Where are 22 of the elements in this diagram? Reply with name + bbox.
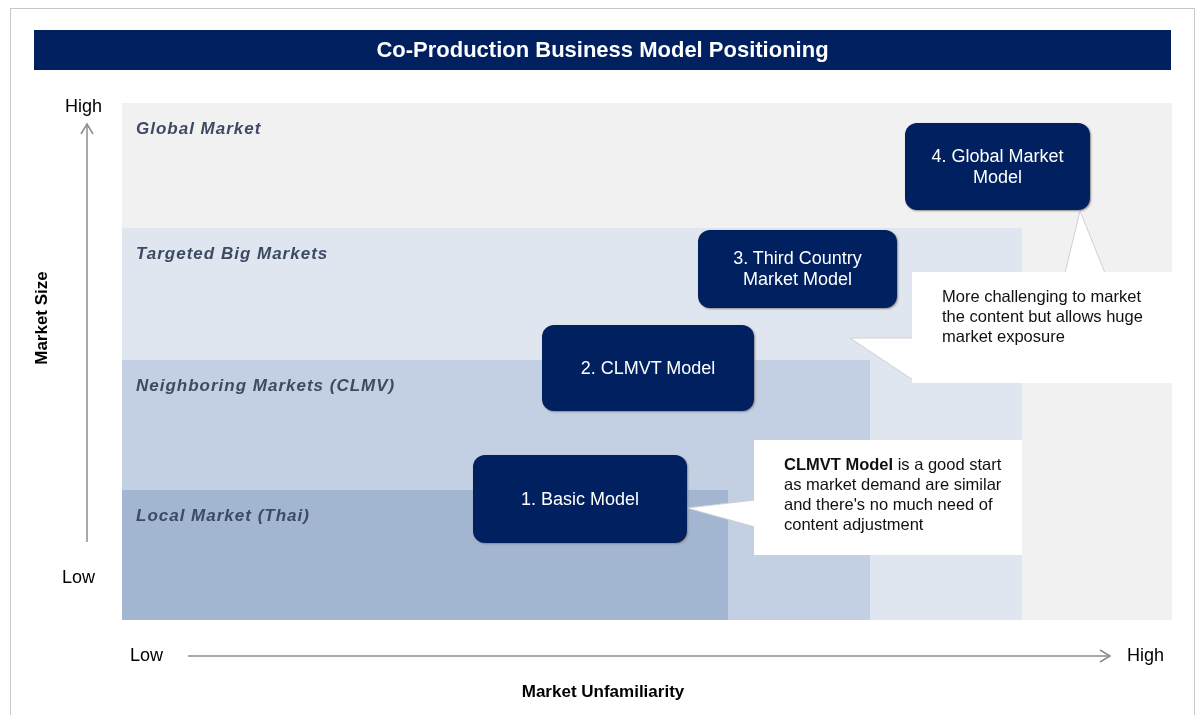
callout-pointer: [686, 499, 756, 528]
callout-note: More challenging to market the content but allows huge market exposure: [912, 272, 1172, 383]
axis-title: Market Unfamiliarity: [521, 682, 685, 702]
axis-label: Low: [62, 567, 96, 588]
model-box: 1. Basic Model: [473, 455, 687, 543]
band-label: Local Market (Thai): [136, 506, 310, 526]
callout-pointer: [849, 337, 914, 381]
axis-title: Market Size: [32, 271, 52, 365]
market-band: [122, 103, 1172, 620]
node-label: More challenging to market the content but allows huge market exposure: [942, 287, 1143, 345]
model-box: 3. Third Country Market Model: [698, 230, 897, 308]
axis-label: High: [65, 96, 103, 117]
model-box: 4. Global Market Model: [905, 123, 1090, 210]
band-label: Global Market: [136, 119, 262, 139]
band-label: Targeted Big Markets: [136, 244, 329, 264]
title-banner: Co-Production Business Model Positioning: [34, 30, 1171, 70]
model-box: 2. CLMVT Model: [542, 325, 754, 411]
callout-pointer: [1064, 210, 1106, 274]
band-label: Neighboring Markets (CLMV): [136, 376, 396, 396]
axis-label: Low: [130, 645, 164, 666]
axis-label: High: [1127, 645, 1165, 666]
callout-note: CLMVT Model is a good start as market demand are similar and there's no much need of content adjustment: [754, 440, 1022, 555]
